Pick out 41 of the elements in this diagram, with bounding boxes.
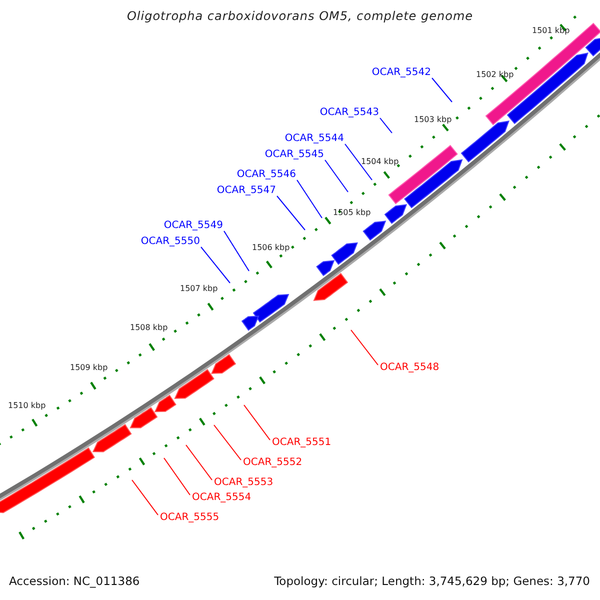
- leader-line: [432, 78, 452, 102]
- gene-label: OCAR_5546: [236, 169, 296, 181]
- leader-line: [350, 330, 378, 366]
- gene-label: OCAR_5552: [243, 457, 302, 469]
- gene-label: OCAR_5544: [284, 133, 344, 145]
- gene-label: OCAR_5551: [272, 437, 332, 449]
- scale-label: 1501 kbp: [532, 26, 570, 36]
- scale-label: 1509 kbp: [70, 363, 108, 373]
- leader-line: [224, 230, 250, 272]
- gene-label: OCAR_5542: [372, 67, 431, 79]
- scale-label: 1508 kbp: [130, 323, 168, 333]
- scale-label: 1506 kbp: [252, 243, 290, 253]
- gene-label: OCAR_5549: [164, 220, 223, 232]
- leader-line: [324, 160, 348, 192]
- leader-line: [276, 196, 306, 230]
- scale-label: 1503 kbp: [414, 115, 452, 125]
- scale-label: 1507 kbp: [180, 284, 218, 294]
- gene-label: OCAR_5555: [160, 512, 220, 524]
- gene-label: OCAR_5554: [192, 492, 252, 504]
- leader-line: [132, 480, 158, 516]
- leader-line: [380, 118, 392, 134]
- gene-label: OCAR_5547: [216, 185, 276, 197]
- leader-line: [186, 444, 212, 480]
- leader-line: [244, 404, 270, 440]
- leader-line: [214, 424, 242, 460]
- leader-line: [200, 246, 230, 284]
- scale-label: 1504 kbp: [361, 157, 399, 167]
- footer-note: Topology: circular; Length: 3,745,629 bp; Genes: 3,770: [274, 574, 590, 588]
- leader-line: [296, 180, 322, 218]
- leader-line: [164, 458, 190, 496]
- scale-label: 1510 kbp: [8, 401, 46, 411]
- gene-label: OCAR_5543: [320, 107, 379, 119]
- leader-line: [344, 144, 372, 180]
- gene-label: OCAR_5545: [264, 149, 324, 161]
- gene-label: OCAR_5548: [380, 362, 440, 374]
- scale-label: 1502 kbp: [476, 70, 514, 80]
- footer-note: Accession: NC_011386: [9, 574, 140, 588]
- gene-label: OCAR_5553: [214, 477, 274, 489]
- gene-label: OCAR_5550: [140, 236, 200, 248]
- scale-label: 1505 kbp: [333, 208, 371, 218]
- diagram-title: Oligotropha carboxidovorans OM5, complete genome: [126, 9, 474, 23]
